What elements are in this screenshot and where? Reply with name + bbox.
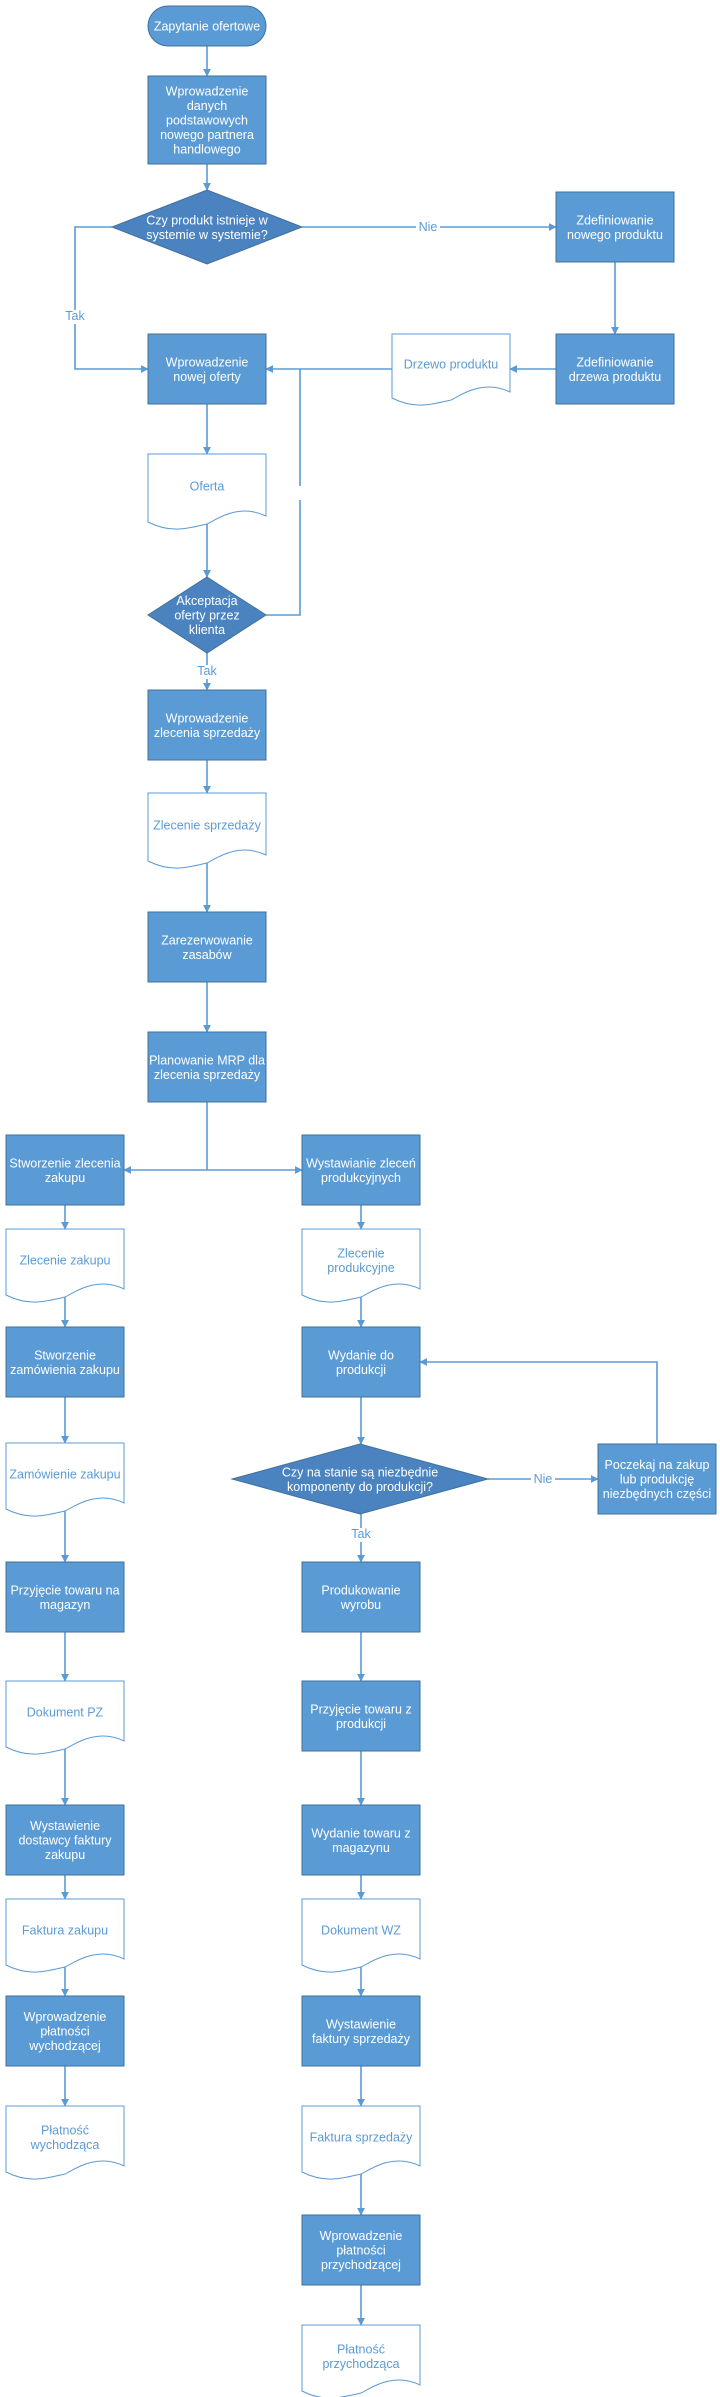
start-label: Zapytanie ofertowe: [154, 20, 260, 34]
faktura-sprzedazy-label: Faktura sprzedaży: [310, 2131, 414, 2145]
edge-czy-tak-label-bg: [63, 310, 87, 324]
oferta-node: Oferta: [147, 453, 267, 530]
edge-akc-nie-line: [266, 369, 301, 616]
zlecenie-sprzedazy-node: Zlecenie sprzedaży: [147, 792, 267, 869]
dokument-wz-label: Dokument WZ: [321, 1924, 401, 1938]
zlecenie-sprzedazy-label: Zlecenie sprzedaży: [153, 819, 261, 833]
start-node: Zapytanie ofertowe: [147, 5, 267, 47]
oferta-label: Oferta: [190, 480, 225, 494]
edge-stan-nie-label: Nie: [534, 1472, 553, 1486]
drzewo-produktu-node: Drzewo produktu: [391, 333, 511, 406]
dokument-pz-label: Dokument PZ: [27, 1706, 104, 1720]
edge-akc-nie-bg: [288, 486, 312, 500]
dokument-pz-node: Dokument PZ: [5, 1680, 125, 1755]
drzewo-produktu-label: Drzewo produktu: [404, 358, 499, 372]
zlecenie-zakupu-node: Zlecenie zakupu: [5, 1228, 125, 1303]
edge-akc-tak-label-bg: [195, 665, 219, 679]
connectors: NieTakNieTakNieTak: [61, 46, 658, 2326]
edge-czy-nie-label-bg: [416, 221, 440, 235]
edge-stan-nie-label-bg: [531, 1473, 555, 1487]
edge-poczekaj-wydanie: [419, 1358, 658, 1444]
dokument-wz-node: Dokument WZ: [301, 1898, 421, 1973]
edge-czy-nie-label: Nie: [419, 220, 438, 234]
edge-czy-tak: [74, 226, 149, 373]
edge-czy-tak-label: Tak: [65, 309, 85, 323]
zlecenie-zakupu-label: Zlecenie zakupu: [19, 1254, 110, 1268]
edge-stan-tak-label-bg: [349, 1528, 373, 1542]
zamowienie-zakupu-node: Zamówienie zakupu: [5, 1442, 125, 1517]
faktura-sprzedazy-node: Faktura sprzedaży: [301, 2105, 421, 2180]
edge-stan-tak-label: Tak: [351, 1527, 371, 1541]
zamowienie-zakupu-label: Zamówienie zakupu: [9, 1468, 120, 1482]
edge-akc-tak-label: Tak: [197, 664, 217, 678]
faktura-zakupu-label: Faktura zakupu: [22, 1924, 108, 1938]
faktura-zakupu-node: Faktura zakupu: [5, 1898, 125, 1973]
